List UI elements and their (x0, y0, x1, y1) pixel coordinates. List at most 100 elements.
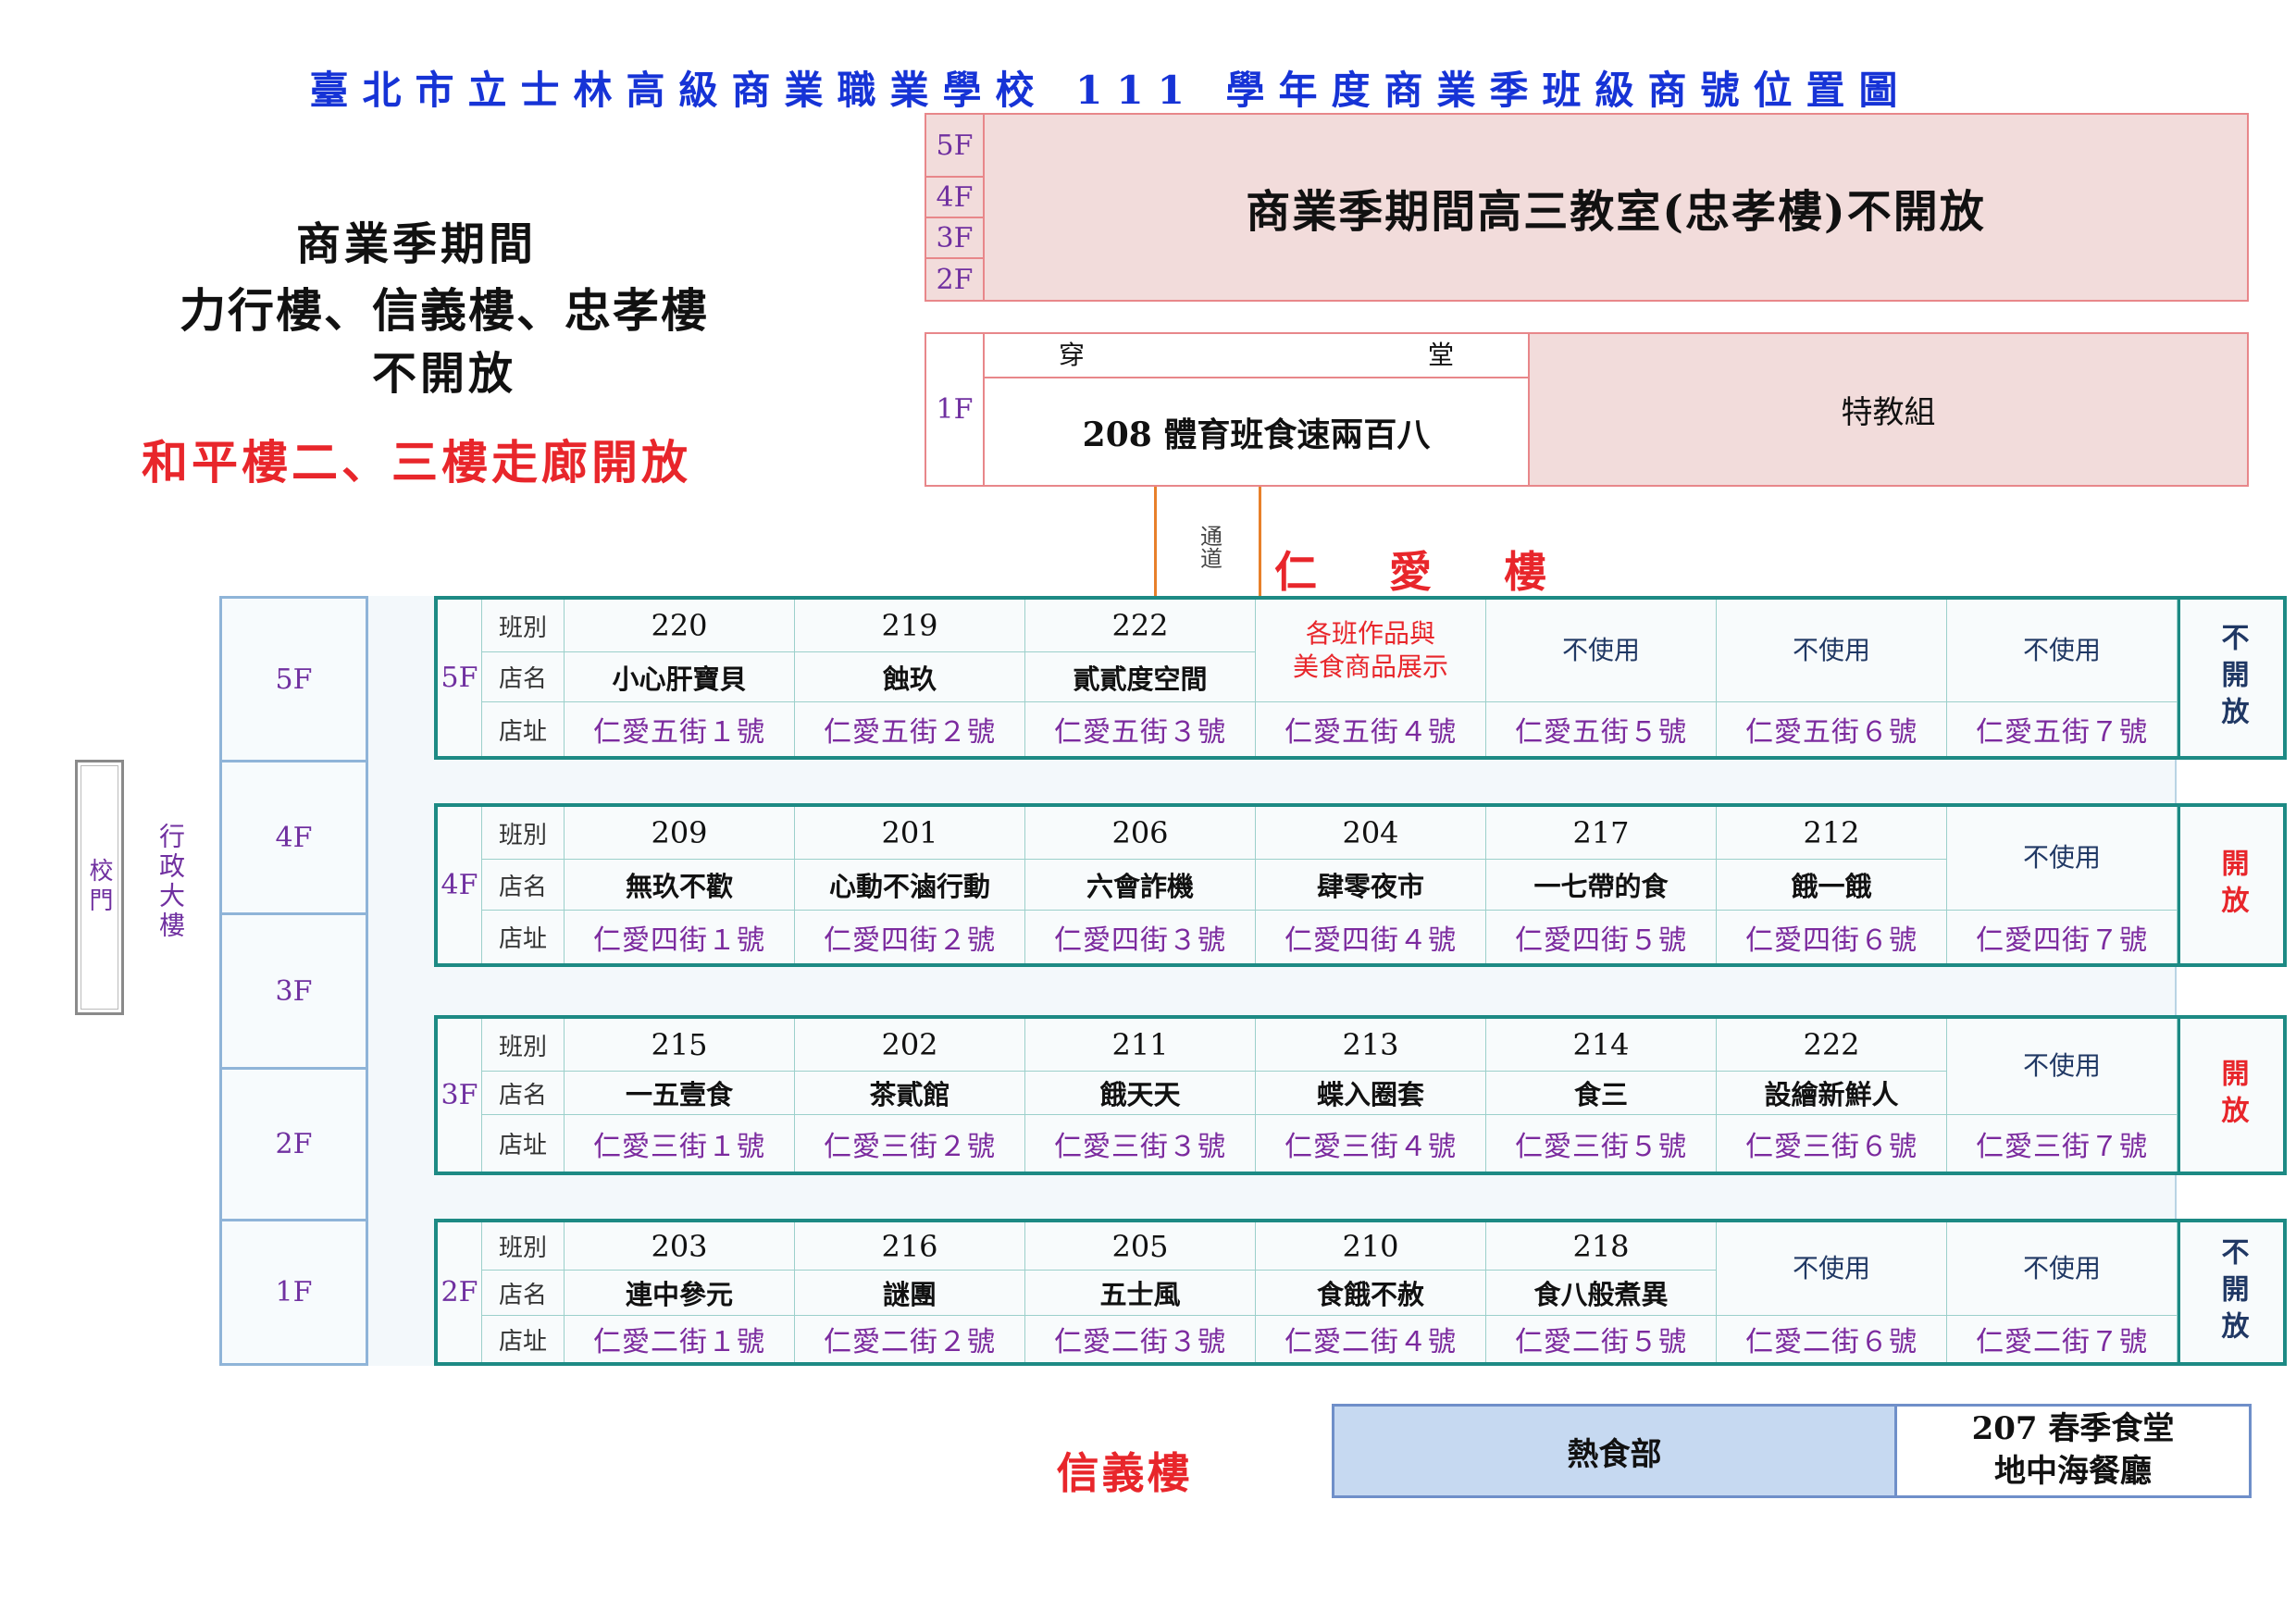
class-number-cell: 209 (565, 807, 795, 860)
admin-floor-box: 3F (219, 912, 368, 1070)
class-number-cell: 215 (565, 1019, 795, 1072)
note-line: 不使用 (1792, 1252, 1870, 1283)
shop-address-cell: 仁愛五街１號 (565, 702, 795, 756)
shop-name-cell: 食八般煮異 (1486, 1271, 1717, 1316)
shop-name-cell: 肆零夜市 (1256, 860, 1486, 911)
shop-address-cell: 仁愛二街６號 (1717, 1316, 1947, 1362)
shop-address-cell: 仁愛三街７號 (1947, 1115, 2178, 1172)
class-number-cell: 216 (795, 1222, 1025, 1271)
class-number-cell: 213 (1256, 1019, 1486, 1072)
zhongxiao-closed-notice: 商業季期間高三教室(忠孝樓)不開放 (1246, 186, 1986, 238)
zhongxiao-floor-label: 2F (936, 263, 974, 296)
admin-floor-box: 2F (219, 1067, 368, 1221)
note-cell: 不使用 (1486, 600, 1717, 702)
shop-address-cell: 仁愛五街２號 (795, 702, 1025, 756)
note-line: 不使用 (2022, 1050, 2101, 1082)
shop-name-cell: 小心肝寶貝 (565, 652, 795, 702)
admin-floor-box: 5F (219, 596, 368, 762)
class-number-cell: 205 (1025, 1222, 1256, 1271)
row-label-address: 店址 (482, 702, 565, 756)
cafeteria-line-2: 地中海餐廳 (1994, 1453, 2152, 1490)
floor-status-text: 不開放 (2215, 1236, 2249, 1348)
shop-address-cell: 仁愛三街５號 (1486, 1115, 1717, 1172)
floor-status-label: 開放 (2178, 807, 2283, 963)
shop-name-cell: 連中參元 (565, 1271, 795, 1316)
shop-address-cell: 仁愛二街２號 (795, 1316, 1025, 1362)
shop-address-cell: 仁愛五街６號 (1717, 702, 1947, 756)
note-line: 不使用 (2022, 1252, 2101, 1283)
shop-name-cell: 設繪新鮮人 (1717, 1072, 1947, 1115)
shop-address-cell: 仁愛五街５號 (1486, 702, 1717, 756)
class-number-cell: 202 (795, 1019, 1025, 1072)
row-label-name: 店名 (482, 1271, 565, 1316)
shop-address-cell: 仁愛三街１號 (565, 1115, 795, 1172)
shop-address-cell: 仁愛三街６號 (1717, 1115, 1947, 1172)
row-label-address: 店址 (482, 911, 565, 963)
cafeteria-207: 207 春季食堂 地中海餐廳 (1894, 1404, 2252, 1498)
class-number-cell: 219 (795, 600, 1025, 652)
shop-name-cell: 食三 (1486, 1072, 1717, 1115)
row-label-address: 店址 (482, 1316, 565, 1362)
shop-address-cell: 仁愛四街４號 (1256, 911, 1486, 963)
zhongxiao-1f-label: 1F (926, 334, 985, 485)
hot-food-department: 熱食部 (1332, 1404, 1897, 1498)
shop-address-cell: 仁愛四街５號 (1486, 911, 1717, 963)
floor-status-label: 不開放 (2178, 1222, 2283, 1362)
zhongxiao-ground-floor: 1F 穿堂 208 體育班食速兩百八 特教組 (925, 332, 2249, 487)
hallway-label: 穿堂 (985, 334, 1528, 378)
shop-address-cell: 仁愛四街１號 (565, 911, 795, 963)
class-208-shop: 208 體育班食速兩百八 (1082, 415, 1431, 454)
admin-floor-box: 1F (219, 1219, 368, 1366)
shop-name-cell: 謎團 (795, 1271, 1025, 1316)
shop-address-cell: 仁愛三街２號 (795, 1115, 1025, 1172)
passage-label: 通道 (1196, 525, 1222, 569)
shop-address-cell: 仁愛三街４號 (1256, 1115, 1486, 1172)
row-label-name: 店名 (482, 1072, 565, 1115)
note-line: 不使用 (2022, 842, 2101, 874)
admin-floor-box: 4F (219, 760, 368, 915)
shop-address-cell: 仁愛三街３號 (1025, 1115, 1256, 1172)
floor-status-text: 開放 (2215, 1058, 2249, 1133)
cafeteria-line-1: 207 春季食堂 (1971, 1410, 2175, 1448)
special-education-office: 特教組 (1528, 334, 2247, 485)
admin-building-label: 行政大樓 (155, 822, 186, 941)
row-label-name: 店名 (482, 652, 565, 702)
renai-building-edge-line (2175, 596, 2177, 1366)
class-number-cell: 220 (565, 600, 795, 652)
zhongxiao-floor-label: 4F (926, 178, 983, 218)
shop-name-cell: 蝶入圈套 (1256, 1072, 1486, 1115)
floor-status-text: 開放 (2215, 848, 2249, 923)
shop-address-cell: 仁愛二街７號 (1947, 1316, 2178, 1362)
note-cell: 各班作品與美食商品展示 (1256, 600, 1486, 702)
note-cell: 不使用 (1717, 1222, 1947, 1316)
note-line: 各班作品與 (1305, 617, 1435, 649)
closure-notice-line-1: 商業季期間 (295, 218, 537, 270)
renai-building-title: 仁愛樓 (1274, 547, 1619, 597)
closure-notice-line-2: 力行樓、信義樓、忠孝樓 (180, 283, 709, 338)
row-label-class: 班別 (482, 1222, 565, 1271)
shop-name-cell: 餓天天 (1025, 1072, 1256, 1115)
class-number-cell: 217 (1486, 807, 1717, 860)
table-floor-label: 2F (438, 1222, 482, 1362)
class-number-cell: 222 (1025, 600, 1256, 652)
class-number-cell: 201 (795, 807, 1025, 860)
shop-name-cell: 餓一餓 (1717, 860, 1947, 911)
class-number-cell: 222 (1717, 1019, 1947, 1072)
class-number-cell: 212 (1717, 807, 1947, 860)
row-label-name: 店名 (482, 860, 565, 911)
class-number-cell: 204 (1256, 807, 1486, 860)
zhongxiao-floor-label: 5F (926, 115, 983, 178)
zhongxiao-floor-labels: 5F 4F 3F 2F (926, 115, 985, 300)
shop-name-cell: 五士風 (1025, 1271, 1256, 1316)
floor-status-label: 不開放 (2178, 600, 2283, 756)
school-gate-label: 校門 (85, 858, 113, 917)
closure-notice-line-3: 不開放 (371, 348, 516, 400)
note-line: 美食商品展示 (1292, 651, 1448, 682)
shop-address-cell: 仁愛四街３號 (1025, 911, 1256, 963)
passage-line-left (1154, 487, 1157, 596)
shop-name-cell: 茶貳館 (795, 1072, 1025, 1115)
